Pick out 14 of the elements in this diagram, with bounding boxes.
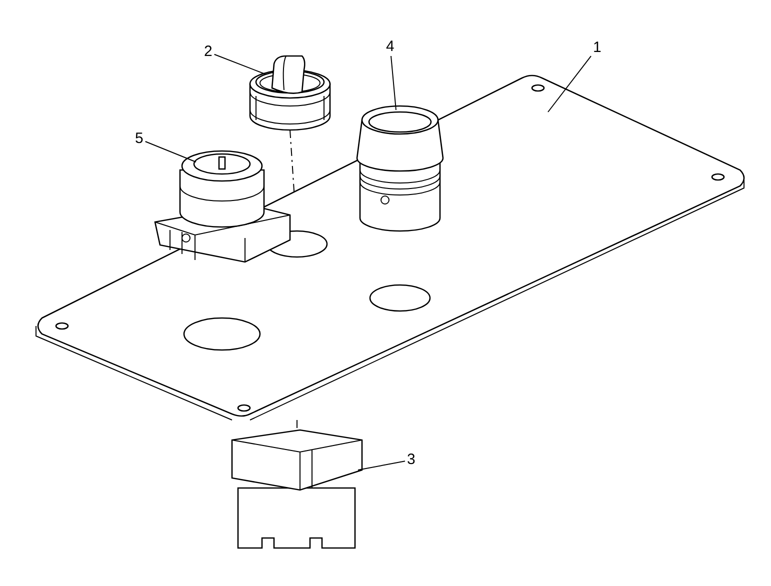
leader-line <box>358 460 406 470</box>
leader-line <box>390 56 396 110</box>
callout-number: 4 <box>385 39 396 55</box>
selector-switch-drawing <box>249 55 331 131</box>
callout-number: 2 <box>203 44 214 60</box>
callout-number: 3 <box>406 452 416 468</box>
leader-line <box>214 54 266 74</box>
callout-number: 1 <box>592 40 602 56</box>
leader-line <box>144 141 196 162</box>
leader-line <box>548 56 592 112</box>
callout-number: 5 <box>134 131 144 147</box>
key-switch-drawing <box>154 150 291 263</box>
contact-block-drawing <box>231 429 363 549</box>
push-button-drawing <box>356 105 444 232</box>
